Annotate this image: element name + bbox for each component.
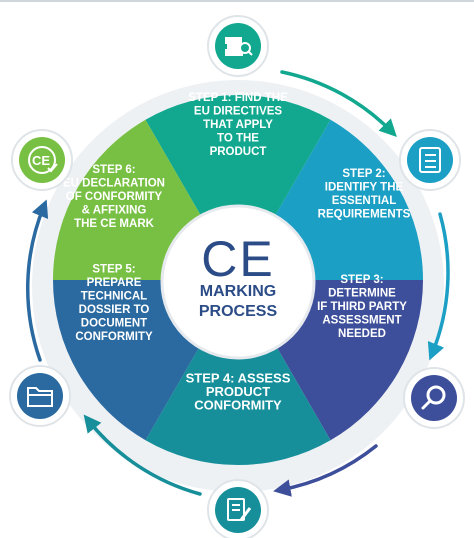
step-3-label-line: ASSESSMENT (322, 315, 401, 327)
step-3-label-line: DETERMINE (328, 288, 396, 300)
checklist-icon (419, 147, 441, 173)
cycle-arrows (25, 70, 450, 497)
arrow-4-to-5 (83, 414, 202, 496)
step-5-label-line: PREPARE (87, 277, 142, 289)
svg-text:CE: CE (32, 153, 50, 168)
step-4-icon-badge (207, 479, 269, 538)
step-5-label-line: DOCUMENT (81, 317, 147, 329)
document-pen-icon (227, 498, 252, 521)
step-4-label-line: PRODUCT (206, 384, 270, 399)
arrow-3-to-4 (273, 444, 378, 497)
step-5-icon-badge (9, 365, 71, 427)
step-2-label-line: STEP 2: (342, 168, 385, 180)
folder-icon (27, 387, 53, 407)
step-3-icon-badge (403, 367, 465, 429)
step-4-label-line: STEP 4: ASSESS (186, 371, 291, 386)
center-circle (160, 204, 316, 360)
step-1-label-line: PRODUCT (210, 146, 267, 158)
ce-logo: CE (201, 231, 274, 287)
step-3-label-line: NEEDED (338, 328, 386, 340)
step-3-label-line: STEP 3: (340, 274, 383, 286)
step-icons: CE (9, 15, 465, 538)
top-border (0, 0, 474, 2)
arrow-1-to-2 (280, 70, 397, 137)
center-title-line2: PROCESS (199, 303, 278, 320)
ce-check-icon: CE (28, 146, 58, 174)
arrow-2-to-3 (427, 212, 450, 361)
step-5-label-line: STEP 5: (92, 263, 135, 275)
arrow-5-to-6 (25, 199, 49, 362)
magnifier-icon (421, 385, 446, 410)
step-4-wedge (145, 280, 331, 465)
step-5-label-line: TECHNICAL (81, 290, 147, 302)
step-2-label-line: REQUIREMENTS (318, 208, 411, 220)
step-1-label-line: EU DIRECTIVES (194, 106, 283, 118)
step-6-label-line: & AFFIXING (82, 205, 147, 217)
step-6-label-line: THE CE MARK (74, 218, 155, 230)
step-3-label-line: IF THIRD PARTY (317, 301, 407, 313)
center-badge: CE MARKING PROCESS (160, 204, 316, 360)
step-6-label-line: STEP 6: (92, 164, 135, 176)
step-1-label-line: TO THE (217, 133, 259, 145)
step-2-label-line: ESSENTIAL (332, 195, 397, 207)
books-magnifier-icon (225, 37, 253, 56)
step-1-icon-badge (207, 15, 269, 77)
step-2-icon-badge (399, 129, 461, 191)
step-1-label-line: THAT APPLY (203, 119, 273, 131)
center-title-line1: MARKING (200, 283, 276, 300)
step-5-label-line: DOSSIER TO (79, 304, 150, 316)
step-2-label-line: IDENTIFY THE (325, 181, 404, 193)
step-5-label-line: CONFORMITY (75, 331, 153, 343)
step-6-label-line: EU DECLARATION (63, 178, 165, 190)
step-4-label-line: CONFORMITY (194, 398, 282, 413)
step-6-icon-badge: CE (11, 129, 73, 191)
step-1-label-line: STEP 1: FIND THE (188, 92, 288, 104)
step-1-wedge (145, 95, 331, 280)
step-6-label-line: OF CONFORMITY (66, 191, 163, 203)
